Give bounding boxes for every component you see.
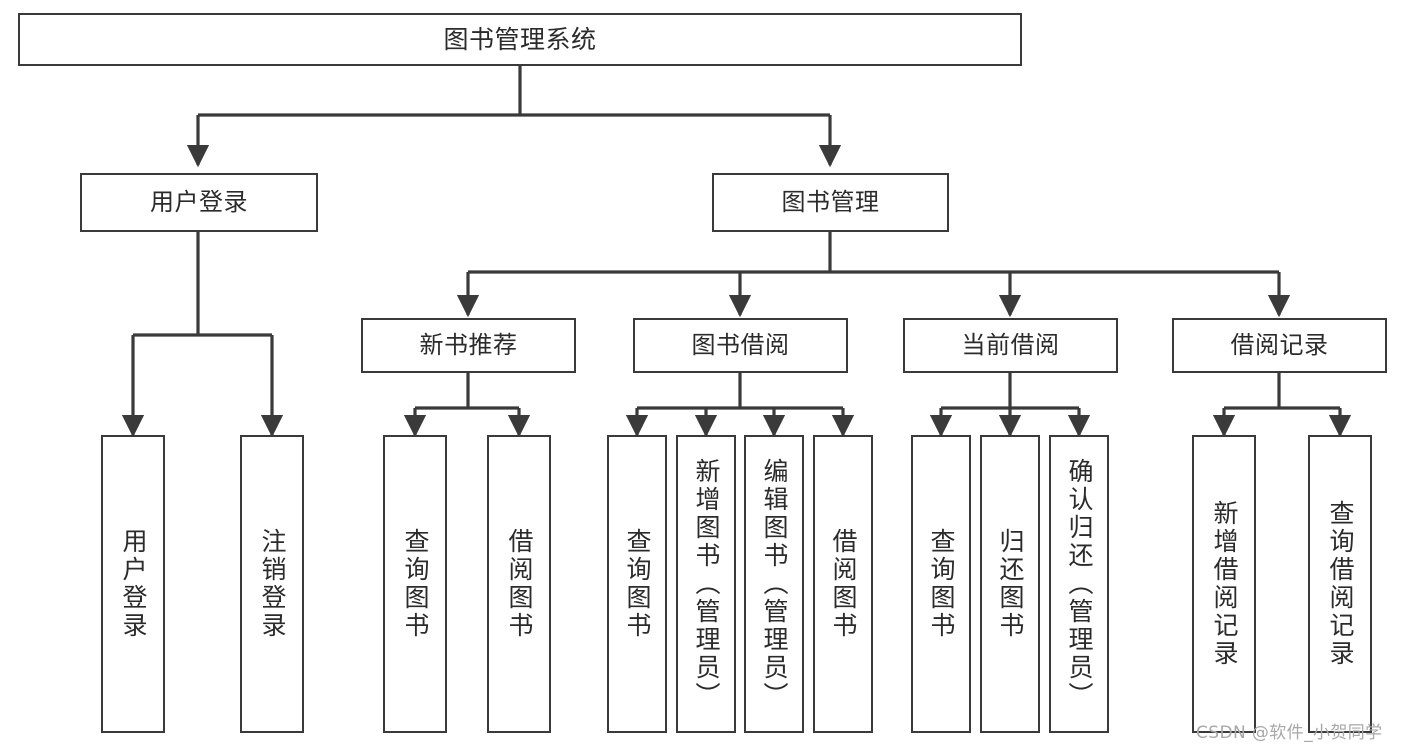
node-label: 归还图书 [996, 528, 1025, 640]
node-leaf-borrow-book[interactable]: 借阅图书 [813, 435, 873, 733]
node-label: 借阅图书 [829, 528, 858, 640]
node-current-borrow[interactable]: 当前借阅 [903, 318, 1118, 373]
node-leaf-logout[interactable]: 注销登录 [240, 435, 304, 733]
node-label: 用户登录 [119, 528, 148, 640]
node-label: 新书推荐 [419, 331, 518, 360]
node-leaf-add-book-admin[interactable]: 新增图书（管理员） [676, 435, 736, 733]
node-leaf-query-book-borrow[interactable]: 查询图书 [607, 435, 667, 733]
node-label: 图书借阅 [691, 331, 790, 360]
node-user-login[interactable]: 用户登录 [80, 173, 318, 232]
node-label: 查询图书 [927, 528, 956, 640]
node-leaf-add-borrow-record[interactable]: 新增借阅记录 [1192, 435, 1256, 733]
node-leaf-borrow-book-recommend[interactable]: 借阅图书 [487, 435, 551, 733]
node-book-borrow[interactable]: 图书借阅 [633, 318, 848, 373]
node-borrow-records[interactable]: 借阅记录 [1172, 318, 1387, 373]
node-leaf-query-book-recommend[interactable]: 查询图书 [383, 435, 447, 733]
node-leaf-edit-book-admin[interactable]: 编辑图书（管理员） [744, 435, 804, 733]
csdn-watermark: CSDN @软件_小贺同学 [1196, 723, 1383, 743]
node-label: 图书管理 [781, 188, 880, 217]
node-leaf-query-borrow-record[interactable]: 查询借阅记录 [1308, 435, 1372, 733]
node-leaf-return-book[interactable]: 归还图书 [980, 435, 1040, 733]
node-label: 用户登录 [150, 188, 248, 217]
node-label: 确认归还（管理员） [1065, 458, 1094, 710]
node-book-management[interactable]: 图书管理 [712, 173, 949, 232]
node-label: 新增图书（管理员） [692, 458, 721, 710]
node-label: 新增借阅记录 [1210, 500, 1239, 668]
node-label: 图书管理系统 [443, 24, 597, 54]
node-label: 借阅图书 [505, 528, 534, 640]
node-root-book-management-system[interactable]: 图书管理系统 [18, 13, 1022, 66]
node-label: 查询图书 [401, 528, 430, 640]
node-label: 注销登录 [258, 528, 287, 640]
node-label: 查询图书 [623, 528, 652, 640]
node-label: 编辑图书（管理员） [760, 458, 789, 710]
node-label: 借阅记录 [1230, 331, 1329, 360]
node-label: 当前借阅 [961, 331, 1060, 360]
node-label: 查询借阅记录 [1326, 500, 1355, 668]
node-leaf-user-login[interactable]: 用户登录 [101, 435, 165, 733]
node-new-book-recommend[interactable]: 新书推荐 [361, 318, 576, 373]
node-leaf-confirm-return-admin[interactable]: 确认归还（管理员） [1049, 435, 1109, 733]
node-leaf-query-book-current[interactable]: 查询图书 [911, 435, 971, 733]
